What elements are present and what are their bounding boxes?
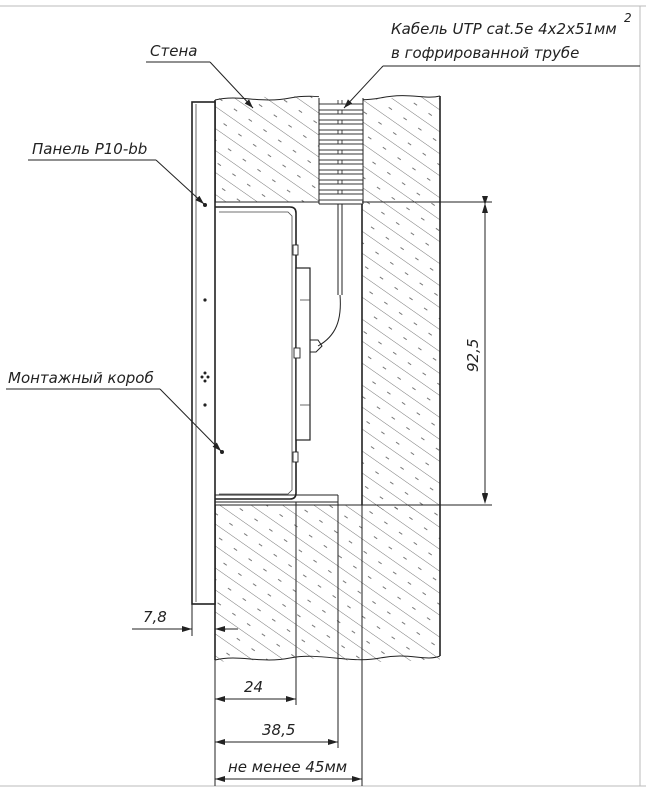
dimension-box-depth-a-value: 24	[244, 678, 263, 696]
mounting-box	[215, 206, 339, 503]
conduit-rib	[318, 173, 364, 181]
leader-cable	[343, 65, 384, 109]
cable-label-superscript: 2	[624, 11, 632, 25]
leaders	[6, 61, 640, 452]
conduit-rib	[318, 133, 364, 141]
dimension-box-depth-b: 38,5	[215, 721, 338, 745]
corrugated-conduit	[318, 96, 364, 205]
cable-label-line1: Кабель UTP cat.5e 4x2x51мм	[391, 20, 617, 38]
dimension-min-depth-value: не менее 45мм	[228, 758, 347, 776]
panel-connector-icon	[200, 371, 210, 383]
cable-curve	[317, 294, 341, 347]
box-label: Монтажный короб	[8, 369, 154, 387]
dimension-min-depth: не менее 45мм	[215, 758, 362, 782]
dimension-box-depth-b-value: 38,5	[262, 721, 295, 739]
dimension-height: 92,5	[362, 196, 492, 506]
conduit-rib	[318, 103, 364, 111]
wall-right-hatch	[362, 200, 440, 510]
conduit-rib	[318, 163, 364, 171]
leader-wall	[209, 61, 254, 109]
leader-box	[159, 388, 222, 452]
cable-label-line2: в гофрированной трубе	[391, 44, 579, 62]
wall-break-line-bottom	[214, 655, 441, 661]
panel-body	[191, 101, 216, 605]
conduit-rib	[318, 143, 364, 151]
panel-hole	[203, 298, 207, 302]
conduit-rib	[318, 113, 364, 121]
conduit-rib	[318, 153, 364, 161]
conduit-rib	[318, 193, 364, 201]
conduit-rib	[318, 123, 364, 131]
conduit-rib	[318, 183, 364, 191]
panel-label: Панель P10-bb	[32, 140, 147, 158]
dimension-height-value: 92,5	[464, 339, 482, 372]
leader-panel	[155, 159, 205, 205]
wall-label: Стена	[150, 42, 197, 60]
dimension-panel-thickness-value: 7,8	[143, 608, 167, 626]
dimension-box-depth-a: 24	[215, 678, 296, 702]
dimension-panel-thickness: 7,8	[132, 608, 238, 632]
panel-hole	[203, 403, 207, 407]
wall-lower-hatch	[215, 505, 440, 662]
